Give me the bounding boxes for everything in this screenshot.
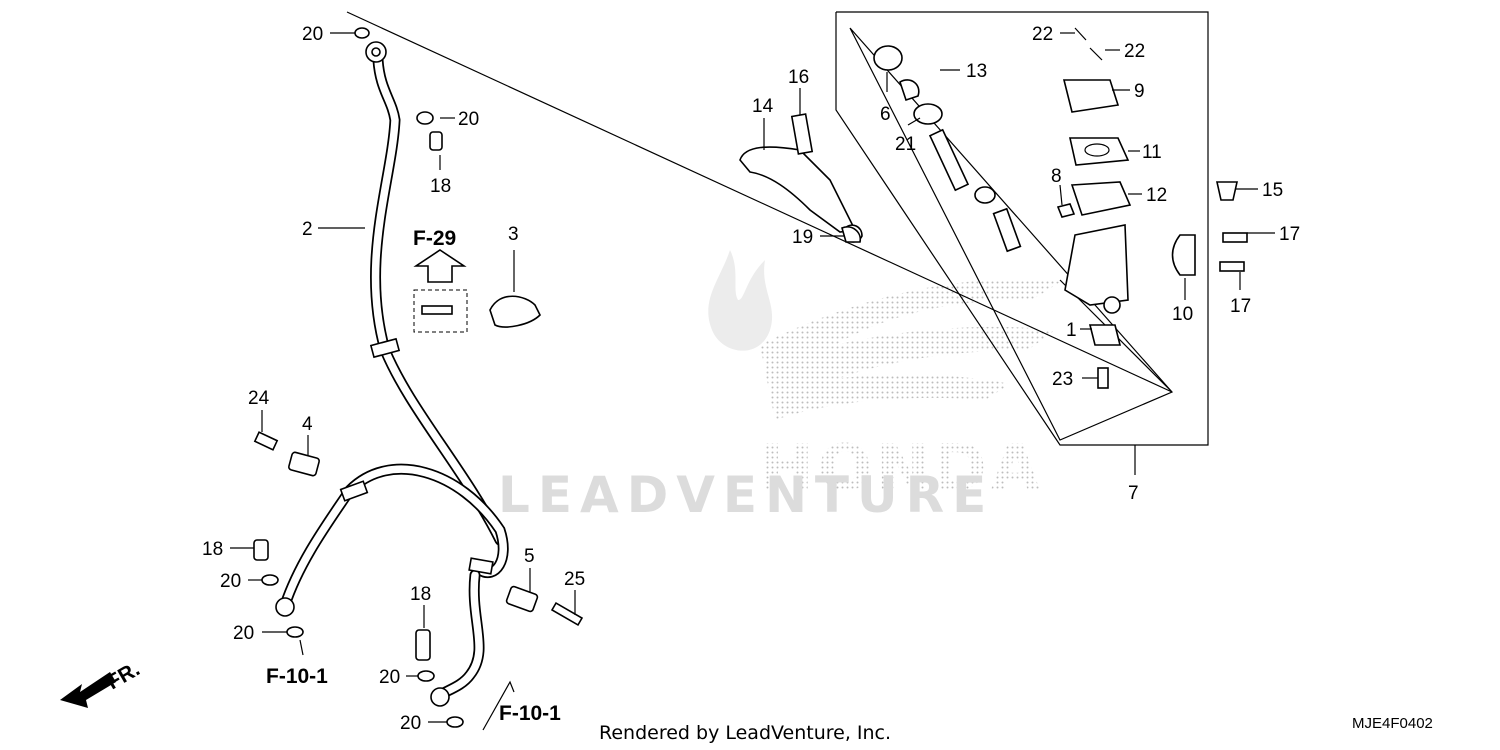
f29-reference [413, 249, 468, 333]
callout-4: 4 [302, 414, 313, 435]
callout-10: 10 [1172, 304, 1193, 325]
master-cylinder-parts [739, 27, 1248, 389]
callout-18-left: 18 [202, 539, 223, 560]
callout-11: 11 [1142, 142, 1162, 163]
ref-f10-right: F-10-1 [499, 702, 561, 725]
ref-f10-left: F-10-1 [266, 665, 328, 688]
callout-8: 8 [1051, 166, 1062, 187]
ref-f29: F-29 [413, 227, 456, 250]
callout-21: 21 [895, 134, 916, 155]
diagram-code: MJE4F0402 [1352, 715, 1433, 732]
callout-18-upper: 18 [430, 176, 451, 197]
callout-24: 24 [248, 388, 270, 409]
callouts: 20 20 18 2 3 24 4 18 20 20 18 20 20 5 25… [202, 24, 1300, 734]
callout-16: 16 [788, 67, 809, 88]
callout-20-top: 20 [302, 24, 323, 45]
callout-17-b: 17 [1230, 296, 1251, 317]
watermark-brand: HONDA [760, 432, 1044, 506]
front-arrow [60, 672, 116, 708]
hardware-parts [253, 27, 584, 728]
honda-wing-logo [760, 279, 1060, 420]
callout-6: 6 [880, 104, 891, 125]
callout-13: 13 [966, 61, 987, 82]
callout-23: 23 [1052, 369, 1073, 390]
callout-20-left-a: 20 [220, 571, 241, 592]
callout-1: 1 [1066, 320, 1077, 341]
brake-hose-left [275, 463, 509, 617]
callout-5: 5 [524, 546, 535, 567]
callout-14: 14 [752, 96, 774, 117]
callout-9: 9 [1134, 81, 1145, 102]
callout-20-lower-b: 20 [400, 713, 421, 734]
leader-lines [230, 32, 1275, 723]
callout-2: 2 [302, 219, 313, 240]
flame-logo [708, 250, 773, 351]
callout-20-left-b: 20 [233, 623, 254, 644]
callout-15: 15 [1262, 180, 1283, 201]
callout-18-lower: 18 [410, 584, 431, 605]
callout-3: 3 [508, 224, 519, 245]
callout-20-upper: 20 [458, 109, 479, 130]
footer-credit: Rendered by LeadVenture, Inc. [599, 722, 891, 744]
callout-17-a: 17 [1279, 224, 1300, 245]
callout-7: 7 [1128, 483, 1139, 504]
brake-hose-upper [365, 41, 506, 546]
callout-12: 12 [1146, 185, 1167, 206]
front-label: FR. [103, 657, 144, 694]
callout-20-lower-a: 20 [379, 667, 400, 688]
callout-22-b: 22 [1124, 41, 1145, 62]
watermark-dealer: LEADVENTURE [498, 466, 994, 524]
callout-25: 25 [564, 569, 585, 590]
brake-hose-right [430, 557, 494, 707]
callout-19: 19 [792, 227, 813, 248]
callout-22-a: 22 [1032, 24, 1053, 45]
watermark: HONDA LEADVENTURE [498, 250, 1060, 524]
